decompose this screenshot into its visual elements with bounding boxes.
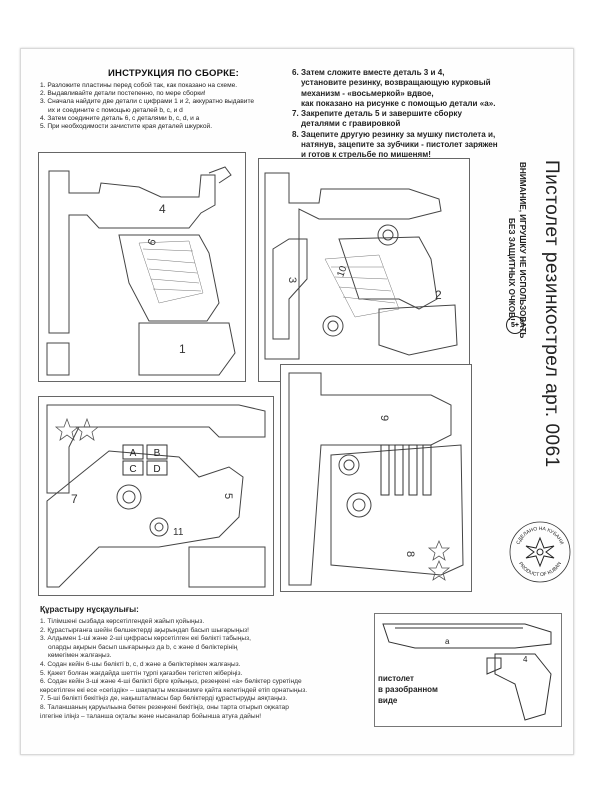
kazakh-step: 5. Қажет болған жағдайда шеттін тұрпі қа… <box>40 669 243 677</box>
exploded-part-a: a <box>445 637 450 646</box>
part-number-4: 4 <box>159 202 166 216</box>
part-number-1: 1 <box>179 342 186 356</box>
instructions-title: ИНСТРУКЦИЯ ПО СБОРКЕ: <box>108 68 240 79</box>
age-rating-badge: 5+ <box>506 316 524 334</box>
part-number-10: 10 <box>335 264 349 279</box>
kazakh-step: 8. Таланшаның қаруыльына бөтен резеңкені… <box>40 703 289 711</box>
parts-panel-top-middle: 10 3 2 <box>258 158 470 382</box>
kazakh-step: 7. 5-ші бөлікті бекітіңіз де, нақышталма… <box>40 695 288 703</box>
part-number-3: 3 <box>286 277 298 283</box>
kazakh-step: көрсетілген екі есе «сегіздік» – шақпақт… <box>40 686 308 694</box>
kazakh-instructions-title: Құрастыру нұсқаулығы: <box>40 605 139 614</box>
exploded-view-label: пистолет в разобранном виде <box>378 673 468 706</box>
instruction-step: механизм - «восьмеркой» вдвое, <box>301 88 434 98</box>
instruction-step: как показано на рисунке с помощью детали… <box>301 98 496 108</box>
part-number-2: 2 <box>435 288 442 302</box>
instruction-step: и готов к стрельбе по мишеням! <box>301 150 431 160</box>
seal-ring <box>509 521 571 583</box>
instruction-step: их и соедините с помощью деталей b, c, и… <box>48 106 183 114</box>
part-letter-C: C <box>129 464 136 475</box>
instruction-step: 3. Сначала найдите две детали с цифрами … <box>40 98 255 106</box>
kazakh-step: 2. Құрастырғанға шейін бөлшектерді ақыры… <box>40 626 249 634</box>
part-letter-A: A <box>130 448 137 459</box>
seal-text-bottom: PRODUCT OF KUBAN <box>517 561 563 578</box>
instruction-step: натянув, зацепите за зубчики - пистолет … <box>301 140 498 150</box>
parts-panel-bottom-middle: 9 8 <box>280 364 472 592</box>
part-letter-B: B <box>154 448 161 459</box>
kazakh-step: 6. Содан кейін 3-ші және 4-ші бөлікті бі… <box>40 678 302 686</box>
part-number-11: 11 <box>173 527 184 538</box>
product-title: Пистолет резинкострел арт. 0061 <box>541 160 562 468</box>
instruction-step: деталями с гравировкой <box>301 119 401 129</box>
instruction-step: 5. При необходимости зачистите края дета… <box>40 123 213 131</box>
instruction-step: 7. Закрепите деталь 5 и завершите сборку <box>292 109 462 119</box>
part-number-8: 8 <box>404 551 416 557</box>
instruction-step: установите резинку, возвращающую курковы… <box>301 78 491 88</box>
safety-warning-line2: БЕЗ ЗАЩИТНЫХ ОЧКОВ! <box>507 218 516 321</box>
kazakh-step: көмегімен жалғаңыз. <box>48 652 112 660</box>
kazakh-step: 1. Тілімшені сызбада көрсетілгендей жайы… <box>40 618 205 625</box>
instruction-step: 2. Выдавливайте детали постепенно, по ме… <box>40 90 206 98</box>
kazakh-instructions-steps: 1. Тілімшені сызбада көрсетілгендей жайы… <box>40 618 380 721</box>
part-number-5: 5 <box>222 493 234 499</box>
seal-text-top: СДЕЛАНО НА КУБАНИ <box>515 526 564 546</box>
parts-panel-top-left: 4 6 1 <box>38 152 246 382</box>
parts-panel-bottom-left: A B C D 7 5 11 <box>38 396 274 596</box>
made-in-kuban-seal: СДЕЛАНО НА КУБАНИ PRODUCT OF KUBAN <box>509 521 571 583</box>
instruction-step: 6. Затем сложите вместе деталь 3 и 4, <box>292 68 445 77</box>
kazakh-step: 4. Содан кейін 6-шы бөлікті b, c, d және… <box>40 660 241 668</box>
kazakh-step: оларды ақырын басып шығарыңыз да b, c жә… <box>48 643 238 651</box>
instruction-step: 4. Затем соедините деталь 6, с деталями … <box>40 114 200 122</box>
instructions-steps-left: 1. Разложите пластины перед собой так, к… <box>40 82 280 131</box>
part-number-7: 7 <box>71 492 78 506</box>
exploded-label-line: в разобранном <box>378 685 438 694</box>
exploded-view-diagram: a 4 <box>374 613 562 727</box>
exploded-label-line: виде <box>378 696 398 705</box>
safety-warning-line1: ВНИМАНИЕ, ИГРУШКУ НЕ ИСПОЛЬЗОВАТЬ <box>518 162 527 339</box>
part-letter-D: D <box>153 464 160 475</box>
flower-icon <box>525 536 555 568</box>
part-number-9: 9 <box>378 415 390 421</box>
part-number-6: 6 <box>146 237 159 247</box>
kazakh-step: 3. Алдымен 1-ші және 2-ші цифрасы көрсет… <box>40 635 251 643</box>
exploded-label-line: пистолет <box>378 674 414 683</box>
exploded-part-4: 4 <box>523 655 528 664</box>
instruction-step: 1. Разложите пластины перед собой так, к… <box>40 82 238 89</box>
kazakh-step: ілгегіне іліңіз – таланша оқталы және ны… <box>40 712 262 720</box>
instruction-step: 8. Зацепите другую резинку за мушку пист… <box>292 129 496 139</box>
instructions-steps-right: 6. Затем сложите вместе деталь 3 и 4, ус… <box>292 68 504 161</box>
